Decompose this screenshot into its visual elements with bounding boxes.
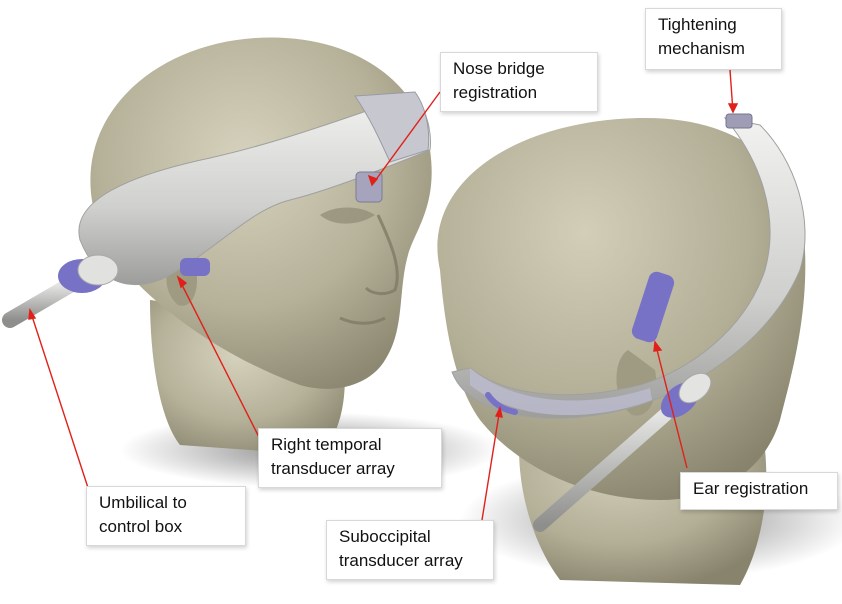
callout-nose-bridge-line2: registration — [453, 81, 585, 105]
callout-right-temporal-line2: transducer array — [271, 457, 429, 481]
tightening-knob — [726, 114, 752, 128]
right-temporal-pad — [180, 258, 210, 276]
callout-ear-registration-line1: Ear registration — [693, 477, 825, 501]
callout-suboccipital: Suboccipital transducer array — [326, 520, 494, 580]
cable-boot — [78, 255, 118, 285]
callout-suboccipital-line2: transducer array — [339, 549, 481, 573]
left-cable — [10, 285, 70, 320]
leader-tightening-arrow — [729, 104, 737, 112]
callout-right-temporal: Right temporal transducer array — [258, 428, 442, 488]
callout-umbilical-line2: control box — [99, 515, 233, 539]
callout-suboccipital-line1: Suboccipital — [339, 525, 481, 549]
callout-right-temporal-line1: Right temporal — [271, 433, 429, 457]
callout-nose-bridge-line1: Nose bridge — [453, 57, 585, 81]
callout-umbilical: Umbilical to control box — [86, 486, 246, 546]
callout-tightening-line2: mechanism — [658, 37, 769, 61]
callout-tightening: Tightening mechanism — [645, 8, 782, 70]
leader-umbilical — [30, 310, 92, 500]
callout-tightening-line1: Tightening — [658, 13, 769, 37]
callout-umbilical-line1: Umbilical to — [99, 491, 233, 515]
callout-nose-bridge: Nose bridge registration — [440, 52, 598, 112]
callout-ear-registration: Ear registration — [680, 472, 838, 510]
